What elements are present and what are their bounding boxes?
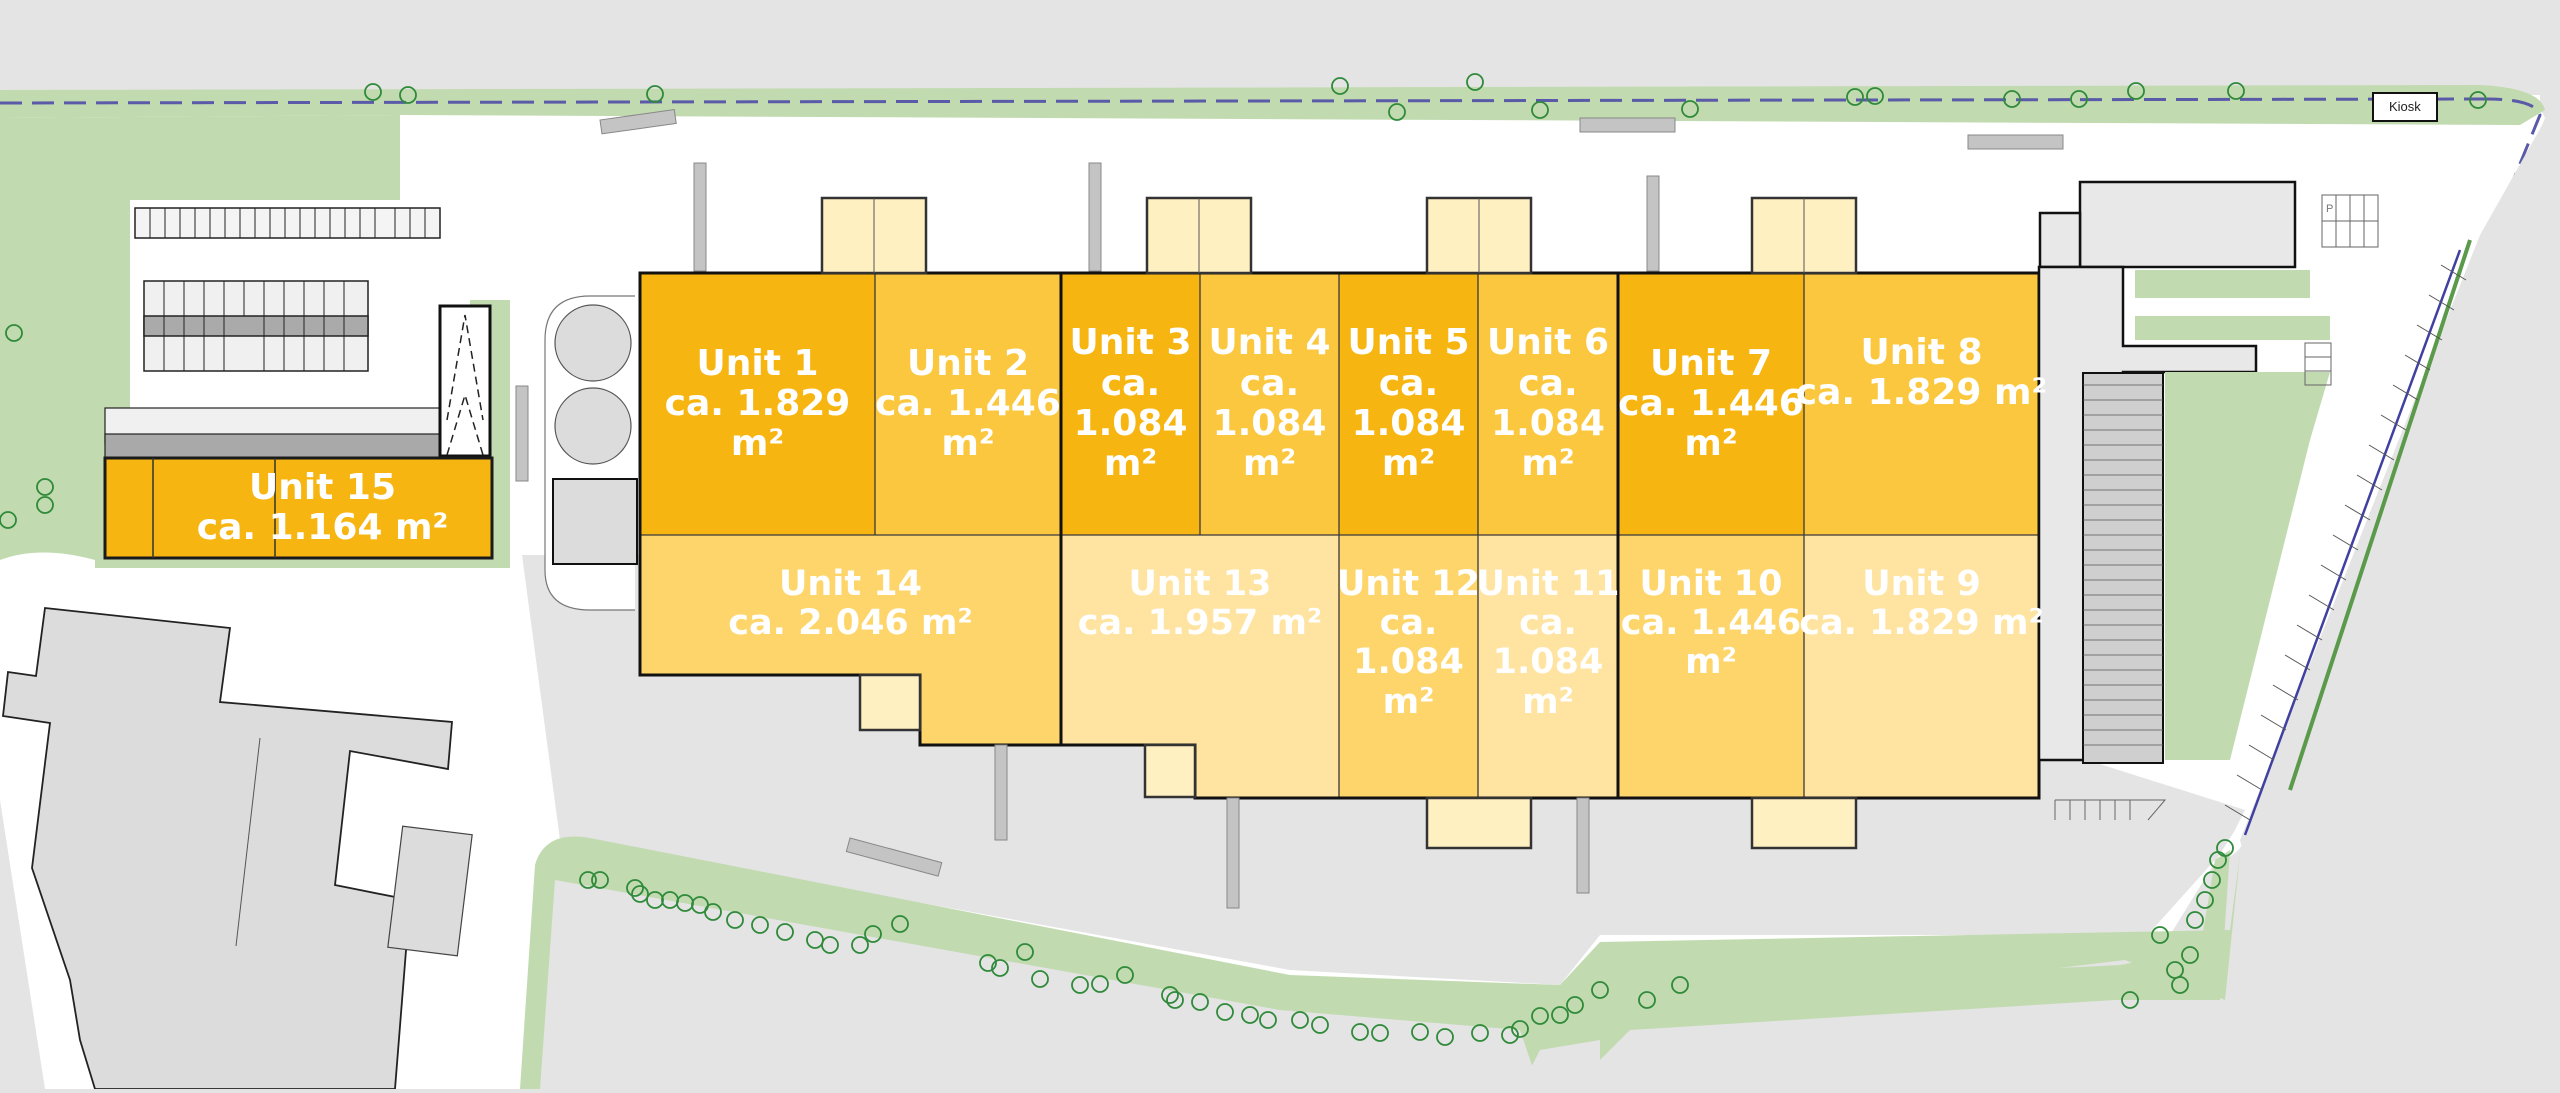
unit-name: Unit 12 [1337,564,1480,604]
unit-area-line: m² [941,423,995,465]
parking-grid-east [2054,194,2379,821]
carport-block [143,280,369,372]
unit-2[interactable]: Unit 2 ca. 1.446 m² [875,273,1061,535]
unit-area-line: 1.084 [1353,642,1464,683]
unit-5[interactable]: Unit 5 ca. 1.084 m² [1339,273,1478,535]
east-green-area [2165,372,2330,760]
parking-row-north-west [134,207,441,239]
unit-name: Unit 15 [248,466,397,508]
unit-9[interactable]: Unit 9 ca. 1.829 m² [1799,545,2044,715]
unit-13[interactable]: Unit 13 ca. 1.957 m² [1061,545,1339,665]
unit-name: Unit 7 [1650,342,1772,384]
unit-8[interactable]: Unit 8 ca. 1.829 m² [1796,273,2048,473]
unit-area-line: 1.084 [1073,403,1188,444]
unit-14[interactable]: Unit 14 ca. 2.046 m² [640,545,1061,665]
unit-area-line: 1.084 [1351,403,1466,444]
unit-area-line: ca. 1.957 m² [1077,603,1323,644]
unit-name: Unit 11 [1476,564,1620,604]
neighbor-building-small [387,825,473,957]
unit-15-floor [103,456,494,560]
unit-11[interactable]: Unit 11 ca. 1.084 m² [1476,545,1620,785]
unit-area-line: 1.084 [1491,403,1605,444]
unit-area-line: ca. [1518,362,1578,404]
loading-ramp-hatched [2082,372,2164,764]
unit-area-line: ca. 2.046 m² [728,603,973,644]
unit-name: Unit 3 [1069,322,1192,364]
unit-7[interactable]: Unit 7 ca. 1.446 m² [1618,273,1804,535]
unit-area-line: ca. [1379,603,1438,644]
unit-name: Unit 4 [1208,322,1331,364]
unit-area-line: m² [1242,443,1297,485]
unit-area-line: ca. [1239,362,1300,404]
unit-area-line: ca. 1.446 [875,382,1061,424]
silo-1 [554,304,632,382]
unit-area-line: m² [1522,681,1574,722]
unit-name: Unit 10 [1639,564,1783,604]
unit-area-line: ca. [1378,362,1439,404]
unit-1[interactable]: Unit 1 ca. 1.829 m² [640,273,875,535]
unit-6[interactable]: Unit 6 ca. 1.084 m² [1478,273,1618,535]
unit-area-line: ca. [1100,362,1161,404]
silo-2 [554,387,632,465]
unit-area-line: ca. 1.829 m² [1795,372,2048,413]
unit-area-line: ca. 1.446 [1618,382,1804,424]
unit-name: Unit 2 [907,342,1029,384]
unit-area-line: ca. [1519,603,1577,644]
trucks [515,108,2064,909]
unit-12[interactable]: Unit 12 ca. 1.084 m² [1337,545,1480,785]
east-diagonal-strip [2240,120,2560,1089]
unit-name: Unit 5 [1347,322,1470,364]
unit-3[interactable]: Unit 3 ca. 1.084 m² [1061,273,1200,535]
unit-area-line: m² [730,423,785,465]
unit-name: Unit 14 [779,564,922,604]
pump-house [552,478,638,565]
office-pods-south [858,673,1858,850]
trees [0,73,2487,1046]
unit-area-line: m² [1103,443,1158,485]
unit-area-line: 1.084 [1212,403,1327,444]
fence-line [0,97,2481,105]
unit-name: Unit 13 [1128,564,1272,604]
unit-area-line: ca. 1.829 [664,382,851,424]
svg-text:P: P [2326,203,2333,215]
unit-name: Unit 1 [696,342,819,384]
unit-name: Unit 8 [1860,331,1983,373]
kiosk-label: Kiosk [2389,99,2421,114]
unit-name: Unit 6 [1487,322,1609,364]
unit-area-line: 1.084 [1492,642,1604,683]
unit-area-line: ca. 1.164 m² [196,507,449,548]
kiosk-building [2372,92,2438,122]
unit-area-line: m² [1381,443,1436,485]
unit-area-line: m² [1382,681,1435,722]
unit-area-line: m² [1685,642,1737,683]
ramp-tower [438,304,492,458]
main-building [640,273,2039,798]
unit-4[interactable]: Unit 4 ca. 1.084 m² [1200,273,1339,535]
unit-area-line: ca. 1.829 m² [1799,603,2044,644]
unit-15-canopy [104,407,441,461]
unit-name: Unit 9 [1862,564,1981,604]
unit-15[interactable]: Unit 15 ca. 1.164 m² [153,458,492,558]
unit-10[interactable]: Unit 10 ca. 1.446 m² [1618,545,1804,745]
unit-area-line: m² [1684,423,1738,465]
unit-area-line: m² [1521,443,1575,485]
unit-area-line: ca. 1.446 [1620,603,1802,644]
